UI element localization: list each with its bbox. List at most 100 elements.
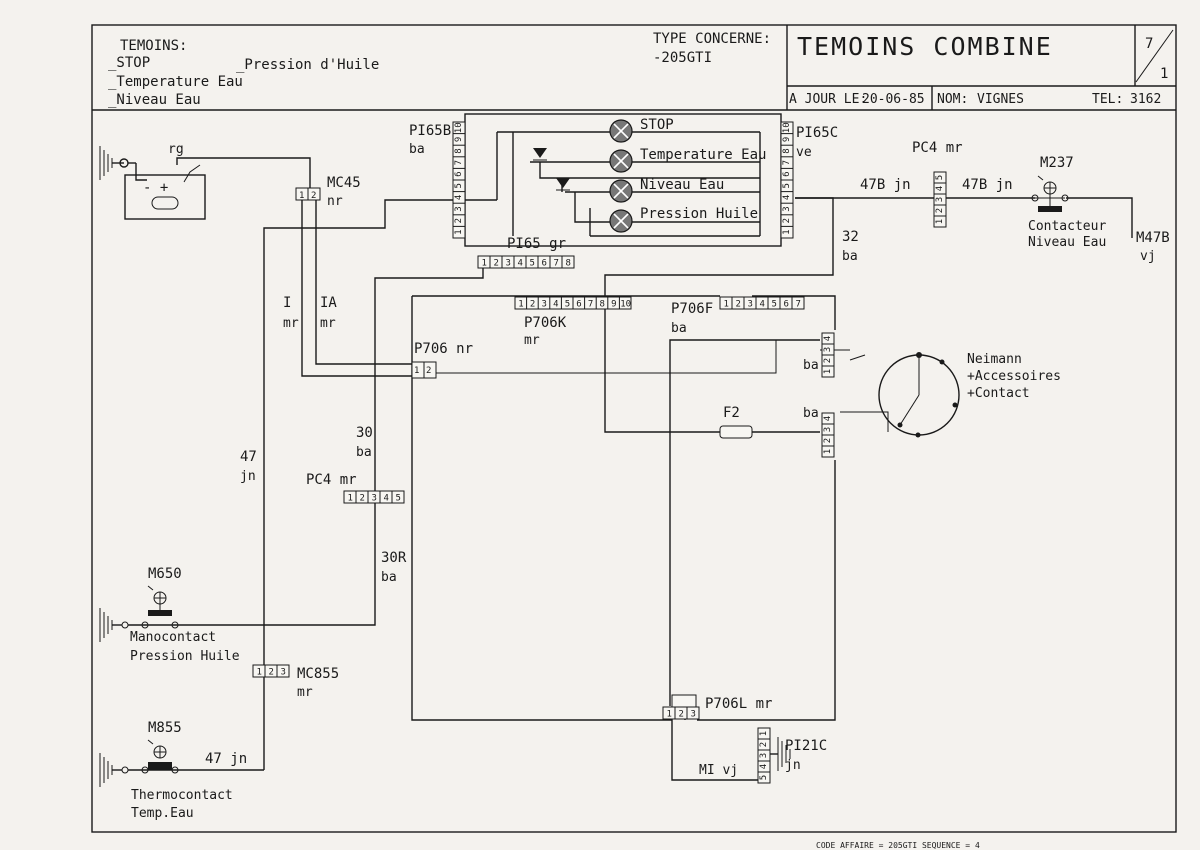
pin-label: 1 xyxy=(348,494,353,504)
pin-label: 5 xyxy=(565,300,570,310)
neimann-wire-color-1: ba xyxy=(803,358,819,373)
pin-label: 9 xyxy=(782,137,792,142)
pin-label: 5 xyxy=(530,259,535,269)
sheet-number-top: 7 xyxy=(1145,36,1153,52)
pin-label: 10 xyxy=(782,122,792,133)
wire-i: I xyxy=(283,295,291,311)
wire-ia-color: mr xyxy=(320,316,336,331)
pin-label: 9 xyxy=(611,300,616,310)
wire-30r-color: ba xyxy=(381,570,397,585)
lamp-pression-label: Pression Huile xyxy=(640,206,758,222)
pin-label: 2 xyxy=(823,358,833,363)
pi65c-label: PI65C xyxy=(796,125,838,141)
lamp-niveau-icon xyxy=(609,179,633,203)
pin-label: 4 xyxy=(759,764,769,769)
temoins-item-pression: _Pression d'Huile xyxy=(236,57,379,73)
wire-m47b-color: vj xyxy=(1140,249,1156,264)
m237-label: M237 xyxy=(1040,155,1074,171)
temoins-heading: TEMOINS: xyxy=(120,38,187,54)
pin-label: 3 xyxy=(372,494,377,504)
temoins-item-stop: _STOP xyxy=(108,55,150,71)
neimann-wire-color-2: ba xyxy=(803,406,819,421)
thermocontact-label-2: Temp.Eau xyxy=(131,806,194,821)
battery-wire-label: rg xyxy=(168,142,184,157)
pin-label: 2 xyxy=(759,742,769,747)
pin-label: 5 xyxy=(772,300,777,310)
wire-32: 32 xyxy=(842,229,859,245)
pi65c-color: ve xyxy=(796,145,812,160)
p706-label: P706 nr xyxy=(414,341,473,357)
pin-label: 8 xyxy=(454,148,464,153)
pin-label: 6 xyxy=(784,300,789,310)
pin-label: 3 xyxy=(691,710,696,720)
wire-ia: IA xyxy=(320,295,337,311)
thermocontact-label-1: Thermocontact xyxy=(131,788,233,803)
pin-label: 2 xyxy=(311,191,316,201)
pin-label: 1 xyxy=(518,300,523,310)
pin-label: 1 xyxy=(299,191,304,201)
pi21c-label: PI21C xyxy=(785,738,827,754)
pin-label: 3 xyxy=(454,206,464,211)
sheet-number-bottom: 1 xyxy=(1160,66,1168,82)
wire-mi: MI vj xyxy=(699,763,738,778)
battery: - + rg xyxy=(99,142,206,220)
pin-label: 10 xyxy=(620,300,631,310)
pin-label: 1 xyxy=(257,668,262,678)
lamp-temperature-label: Temperature Eau xyxy=(640,147,766,163)
pin-label: 1 xyxy=(823,369,833,374)
pin-label: 2 xyxy=(426,366,431,376)
pi65-label: PI65 gr xyxy=(507,236,566,252)
pin-label: 4 xyxy=(518,259,523,269)
combine-panel: STOP Temperature Eau Niveau Eau Pression… xyxy=(464,113,782,247)
p706l-label: P706L mr xyxy=(705,696,772,712)
pin-label: 8 xyxy=(782,148,792,153)
pin-label: 1 xyxy=(782,229,792,234)
pin-label: 5 xyxy=(454,183,464,188)
m855-label: M855 xyxy=(148,720,182,736)
pin-label: 3 xyxy=(542,300,547,310)
pi65b-color: ba xyxy=(409,142,425,157)
ajour-value: 20-06-85 xyxy=(862,92,925,107)
m237-switch-icon xyxy=(1031,175,1069,212)
manocontact-label-2: Pression Huile xyxy=(130,649,240,664)
p706l-header xyxy=(671,694,697,708)
pin-label: 6 xyxy=(542,259,547,269)
pin-label: 3 xyxy=(782,206,792,211)
pin-label: 1 xyxy=(759,731,769,736)
wire-30r: 30R xyxy=(381,550,407,566)
pin-label: 6 xyxy=(454,171,464,176)
pc4-mid-label: PC4 mr xyxy=(306,472,357,488)
pin-label: 1 xyxy=(667,710,672,720)
wire-32-color: ba xyxy=(842,249,858,264)
f2-fuse-icon xyxy=(719,425,753,439)
tel-value: 3162 xyxy=(1130,92,1161,107)
tel-label: TEL: xyxy=(1092,92,1123,107)
pc4-top-label: PC4 mr xyxy=(912,140,963,156)
m650-switch-icon xyxy=(99,585,252,643)
battery-terminals: - + xyxy=(143,180,168,196)
wire-47b-a: 47B jn xyxy=(860,177,911,193)
pin-label: 2 xyxy=(269,668,274,678)
pin-label: 2 xyxy=(494,259,499,269)
wire-m47b: M47B xyxy=(1136,230,1170,246)
pin-label: 1 xyxy=(414,366,419,376)
sheet-frame xyxy=(91,24,1177,833)
mc855-color: mr xyxy=(297,685,313,700)
wire-network xyxy=(202,197,1133,781)
pin-label: 2 xyxy=(782,218,792,223)
mc45-label: MC45 xyxy=(327,175,361,191)
pin-label: 3 xyxy=(935,197,945,202)
f2-label: F2 xyxy=(723,405,740,421)
wire-47-jn: 47 jn xyxy=(205,751,247,767)
pin-label: 2 xyxy=(935,208,945,213)
pin-label: 4 xyxy=(823,416,833,421)
pin-label: 1 xyxy=(823,449,833,454)
nom-value: VIGNES xyxy=(977,92,1024,107)
pin-label: 4 xyxy=(823,336,833,341)
